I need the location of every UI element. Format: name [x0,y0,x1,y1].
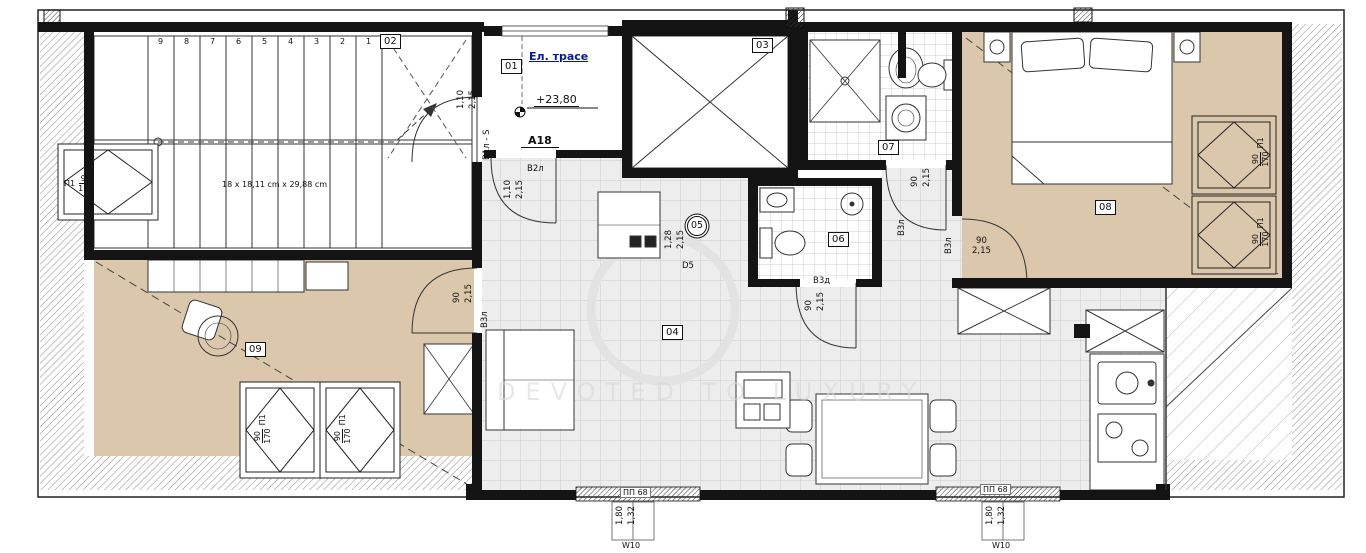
window-dim: 1,32 [627,506,637,525]
door-dims-bath07: 90 2,15 [910,168,932,187]
walls [38,7,1292,500]
door-dims-v2l: 1,10 2,15 [503,180,525,199]
skylight-height: 170 [78,184,94,193]
skylight-id: П1 [257,414,267,426]
stair-number: 6 [236,37,242,46]
skylight-width: 90 [78,174,93,184]
opening-dims-d5: 1,28 2,15 [664,230,686,249]
watermark-ring [586,232,740,386]
stair-number: 2 [340,37,346,46]
room-tag-01: 01 [501,59,522,74]
door-label-bath06: В3д [813,276,831,286]
stair-number: 1 [366,37,372,46]
door-height: 2,15 [464,284,474,303]
room-tag-03: 03 [752,38,773,53]
skylight-id: П1 [1255,137,1265,149]
door-label-bedroom: В3л [944,237,954,254]
skylight-height: 170 [1260,231,1270,247]
door-label-v2l: В2л [527,164,544,174]
room-tag-05: 05 [687,216,707,236]
el-trase-note: Ел. трасе [529,50,589,63]
roof-window-dims-1: 1,80 1,32 [615,506,637,525]
door-height: 2,15 [972,246,991,256]
stairs-note: 18 x 18,11 cm x 29,88 cm [222,180,328,189]
door-width: 1,10 [503,180,513,199]
opening-height: 2,15 [676,230,686,249]
apartment-label: A18 [521,134,559,148]
door-height: 2,15 [922,168,932,187]
skylight-id: П1 [1255,217,1265,229]
skylight-width: 90 [1250,231,1261,247]
skylight-height: 170 [262,428,272,444]
window-code-1: W10 [622,541,641,550]
door-height: 2,15 [468,90,478,109]
window-dim: 1,32 [997,506,1007,525]
stair-number: 9 [158,37,164,46]
d5-label: D5 [682,261,694,271]
door-label-v1l: В1л - S [482,129,492,160]
roof-window-label-2: ПП 68 [980,484,1011,495]
fixtures [147,31,1201,491]
skylight-id: П1 [337,414,347,426]
room-tag-08: 08 [1095,200,1116,215]
room-tag-06: 06 [828,232,849,247]
elevator-shaft [631,35,789,169]
skylight-height: 170 [1260,151,1270,167]
skylight-width: 90 [332,428,343,444]
skylight-dormers [57,115,1277,479]
roof-window-dims-2: 1,80 1,32 [985,506,1007,525]
stair-number: 8 [184,37,190,46]
room-tag-04: 04 [662,325,683,340]
room-tag-07: 07 [878,140,899,155]
door-height: 2,15 [515,180,525,199]
watermark-text: DEVOTED TO LUXURY [497,378,927,406]
door-height: 2,15 [816,292,826,311]
window-dim: 1,80 [615,506,625,525]
skylight-width: 90 [1250,151,1261,167]
door-width: 90 [976,236,987,246]
skylight-id: П1 [64,179,76,188]
elevation-marker [514,36,598,118]
door-label-room09: В3л [480,311,490,328]
door-label-bath07: В3л [897,219,907,236]
door-width: 90 [452,292,462,303]
opening-width: 1,28 [664,230,674,249]
door-width: 90 [804,300,814,311]
room-tag-09: 09 [245,342,266,357]
door-width: 90 [910,176,920,187]
window-code-2: W10 [992,541,1011,550]
stair-number: 5 [262,37,268,46]
stair-number: 3 [314,37,320,46]
roof-bands [40,24,1342,491]
elevation-label: +23,80 [534,93,579,107]
skylight-height: 170 [342,428,352,444]
stair-number: 7 [210,37,216,46]
door-dims-room09: 90 2,15 [452,284,474,303]
stair-number: 4 [288,37,294,46]
room-tag-02: 02 [380,34,401,49]
window-dim: 1,80 [985,506,995,525]
door-dims-v1l: 1,10 2,15 [456,90,478,109]
roof-window-label-1: ПП 68 [620,487,651,498]
skylight-width: 90 [252,428,263,444]
door-width: 1,10 [456,90,466,109]
door-dims-bath06: 90 2,15 [804,292,826,311]
door-dims-bedroom: 90 2,15 [972,236,991,256]
